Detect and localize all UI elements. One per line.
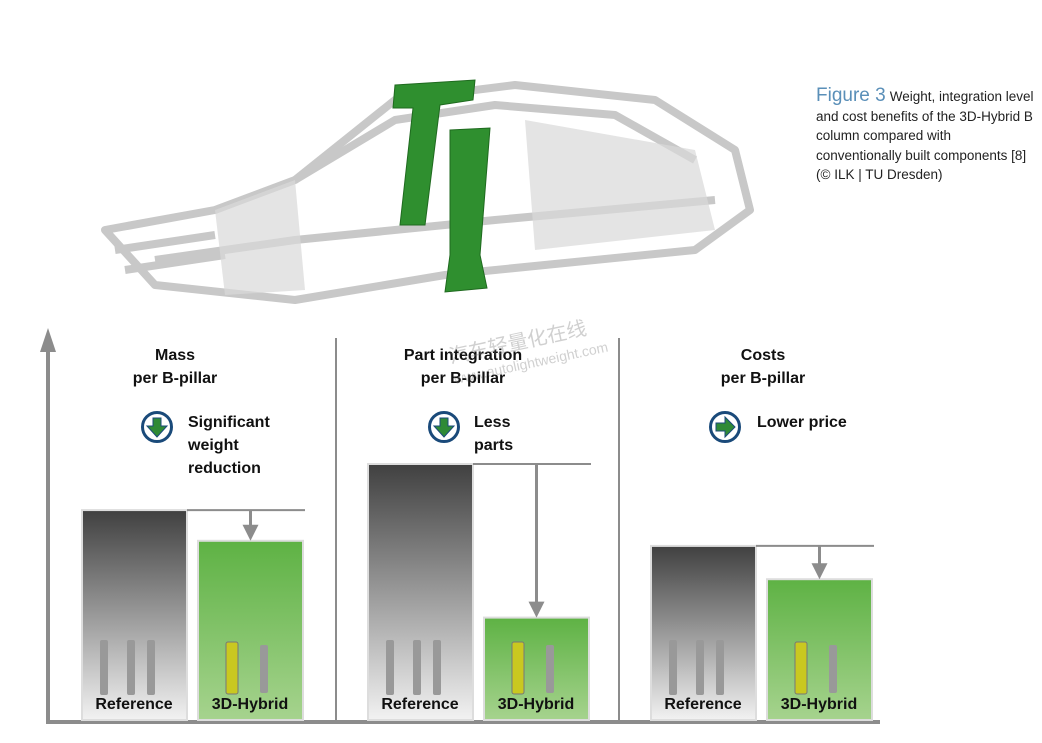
pillar-part-icon	[669, 640, 677, 695]
pillar-part-icon	[147, 640, 155, 695]
hybrid-pillar-part-icon	[794, 641, 808, 695]
claim-text: weight	[188, 437, 239, 454]
bar-label-reference: Reference	[381, 696, 459, 713]
pillar-part-icon	[696, 640, 704, 695]
arrow-right-circle-icon	[708, 410, 742, 444]
pillar-part-icon	[413, 640, 421, 695]
panel-title-line2: per B-pillar	[132, 370, 218, 387]
arrow-down-circle-icon	[140, 410, 174, 444]
panel-title-line1: Mass	[154, 347, 196, 364]
claim-text: parts	[474, 437, 514, 454]
figure-label: Figure 3	[816, 85, 886, 106]
bar-label-reference: Reference	[95, 696, 173, 713]
claim-text: Less	[474, 414, 511, 431]
pillar-part-icon	[260, 645, 268, 693]
panel-title-line1: Part integration	[403, 347, 523, 364]
claim-text: Lower price	[757, 414, 847, 431]
pillar-part-icon	[829, 645, 837, 693]
claim-text: Significant	[188, 414, 270, 431]
panel-title-line2: per B-pillar	[420, 370, 506, 387]
bar-3d-hybrid	[197, 539, 304, 721]
bar-label-3d-hybrid: 3D-Hybrid	[211, 696, 289, 713]
y-axis-arrowhead	[40, 328, 56, 352]
pillar-part-icon	[127, 640, 135, 695]
bar-label-3d-hybrid: 3D-Hybrid	[497, 696, 575, 713]
pillar-part-icon	[546, 645, 554, 693]
difference-arrowhead	[528, 601, 545, 618]
hybrid-pillar-part-icon	[225, 641, 239, 695]
difference-arrowhead	[242, 524, 259, 541]
bar-3d-hybrid	[766, 578, 873, 722]
pillar-part-icon	[386, 640, 394, 695]
bar-label-3d-hybrid: 3D-Hybrid	[780, 696, 858, 713]
car-body-illustration	[101, 79, 754, 304]
difference-arrowhead	[811, 563, 828, 580]
pillar-part-icon	[100, 640, 108, 695]
panel-title-line1: Costs	[740, 347, 786, 364]
arrow-down-circle-icon	[427, 410, 461, 444]
claim-text: reduction	[188, 460, 261, 477]
caption-text: Weight, integration level and cost benef…	[816, 89, 1034, 182]
pillar-part-icon	[433, 640, 441, 695]
bar-label-reference: Reference	[664, 696, 742, 713]
hybrid-pillar-part-icon	[511, 641, 525, 695]
panel-title-line2: per B-pillar	[720, 370, 806, 387]
pillar-part-icon	[716, 640, 724, 695]
